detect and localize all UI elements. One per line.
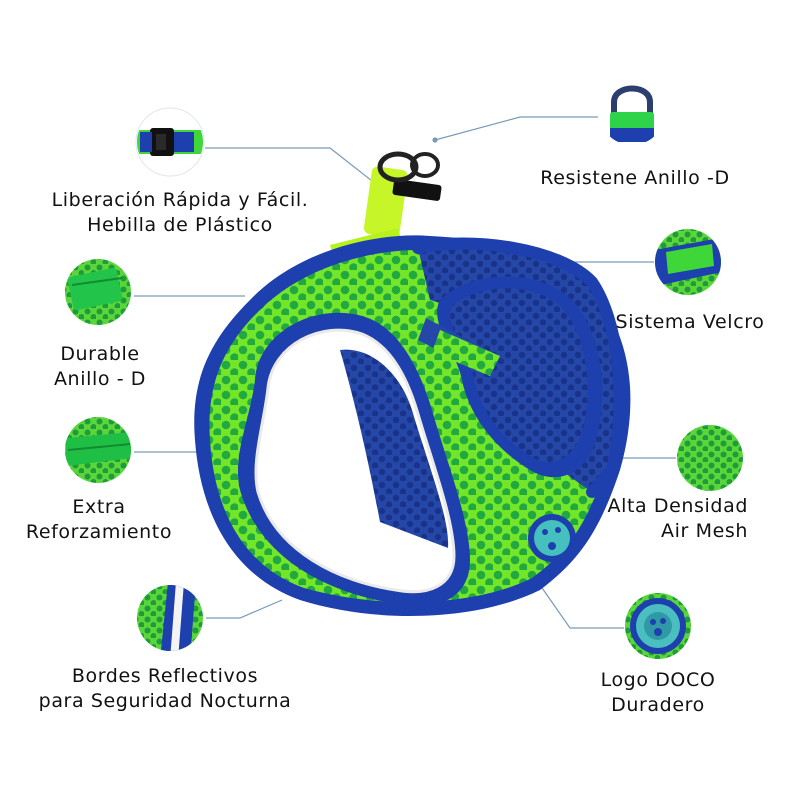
harness [194, 151, 631, 617]
d-ring-label: Resistene Anillo -D [540, 167, 730, 189]
velcro-detail-image [654, 228, 722, 296]
doco-logo-label: Logo DOCO Duradero [600, 669, 716, 716]
durable-ring-detail-image [64, 258, 132, 326]
quick-release-label: Liberación Rápida y Fácil. Hebilla de Pl… [51, 189, 309, 236]
reflective-edges-detail-image [136, 584, 204, 652]
buckle-detail-image [135, 107, 205, 177]
extra-reinforcement-label: Extra Reforzamiento [25, 496, 173, 543]
durable-d-ring-label: Durable Anillo - D [53, 343, 147, 390]
air-mesh-label: Alta Densidad Air Mesh [607, 495, 748, 542]
velcro-label: Sistema Velcro [615, 311, 765, 333]
d-ring-detail-image [598, 78, 666, 146]
doco-logo-detail-image [624, 592, 692, 660]
reinforcement-detail-image [64, 416, 132, 484]
reflective-edges-label: Bordes Reflectivos para Seguridad Noctur… [38, 665, 292, 712]
air-mesh-detail-image [676, 424, 744, 492]
